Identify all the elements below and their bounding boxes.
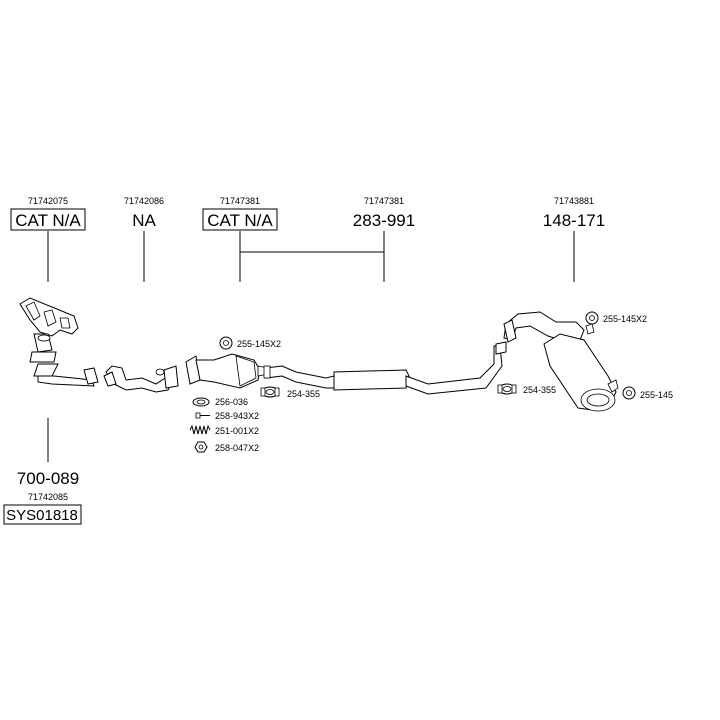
part-number: 255-145X2	[603, 314, 647, 324]
part-nut[interactable]: 258-047X2	[194, 441, 259, 453]
part-clamp-2[interactable]: 254-355	[497, 383, 556, 395]
spring-icon	[189, 424, 211, 435]
kit-oe-number: 71742085	[28, 492, 68, 502]
part-number: 254-355	[523, 385, 556, 395]
assembly-oe-number: 71747381	[364, 196, 404, 206]
system-label-box	[3, 504, 82, 525]
rubber-ring-hole	[223, 340, 229, 346]
assembly-label: 148-171	[543, 211, 605, 230]
catalytic-converter-drawing	[185, 353, 269, 389]
part-rubber-ring-2[interactable]: 255-145X2	[585, 311, 647, 325]
exhaust-manifold-drawing	[19, 297, 99, 387]
part-gasket[interactable]: 256-036	[192, 397, 248, 407]
bolt-icon	[195, 412, 210, 419]
rubber-ring-hole	[589, 315, 595, 321]
part-rubber-ring-3[interactable]: 255-145	[622, 386, 673, 400]
assembly-centre-pipe[interactable]: 71747381 283-991	[353, 196, 415, 282]
assembly-label: 283-991	[353, 211, 415, 230]
part-number: 258-943X2	[215, 411, 259, 421]
assembly-manifold[interactable]: 71742075 CAT N/A	[10, 196, 86, 282]
centre-pipe-drawing	[263, 341, 507, 395]
assembly-label-box	[10, 208, 86, 231]
kit-label: 700-089	[17, 469, 79, 488]
assembly-oe-number: 71742075	[28, 196, 68, 206]
part-number: 255-145X2	[237, 339, 281, 349]
assembly-rear-silencer[interactable]: 71743881 148-171	[543, 196, 605, 282]
nut-hole	[198, 444, 204, 450]
system-label: SYS01818	[6, 507, 78, 524]
clamp-icon	[260, 386, 280, 398]
assembly-front-pipe[interactable]: 71742086 NA	[124, 196, 164, 282]
part-spring[interactable]: 251-001X2	[189, 424, 259, 436]
kit-block[interactable]: 700-089 71742085 SYS01818	[3, 418, 82, 525]
assembly-catalyst[interactable]: 71747381 CAT N/A	[202, 196, 278, 282]
rear-silencer-drawing	[503, 311, 619, 412]
part-bolt[interactable]: 258-943X2	[195, 411, 259, 421]
part-clamp-1[interactable]: 254-355	[260, 386, 320, 399]
part-number: 256-036	[215, 397, 248, 407]
assembly-label: CAT N/A	[207, 211, 273, 230]
assembly-oe-number: 71743881	[554, 196, 594, 206]
assembly-label: NA	[132, 211, 156, 230]
part-number: 254-355	[287, 389, 320, 399]
part-number: 258-047X2	[215, 443, 259, 453]
rubber-ring-hole	[626, 390, 632, 396]
assembly-label: CAT N/A	[15, 211, 81, 230]
assembly-oe-number: 71747381	[220, 196, 260, 206]
assembly-label-box	[202, 208, 278, 231]
gasket-hole	[196, 399, 206, 405]
part-number: 255-145	[640, 390, 673, 400]
assembly-oe-number: 71742086	[124, 196, 164, 206]
part-rubber-ring-1[interactable]: 255-145X2	[219, 336, 281, 350]
part-number: 251-001X2	[215, 426, 259, 436]
front-pipe-drawing	[103, 365, 179, 393]
clamp-icon	[497, 383, 517, 395]
